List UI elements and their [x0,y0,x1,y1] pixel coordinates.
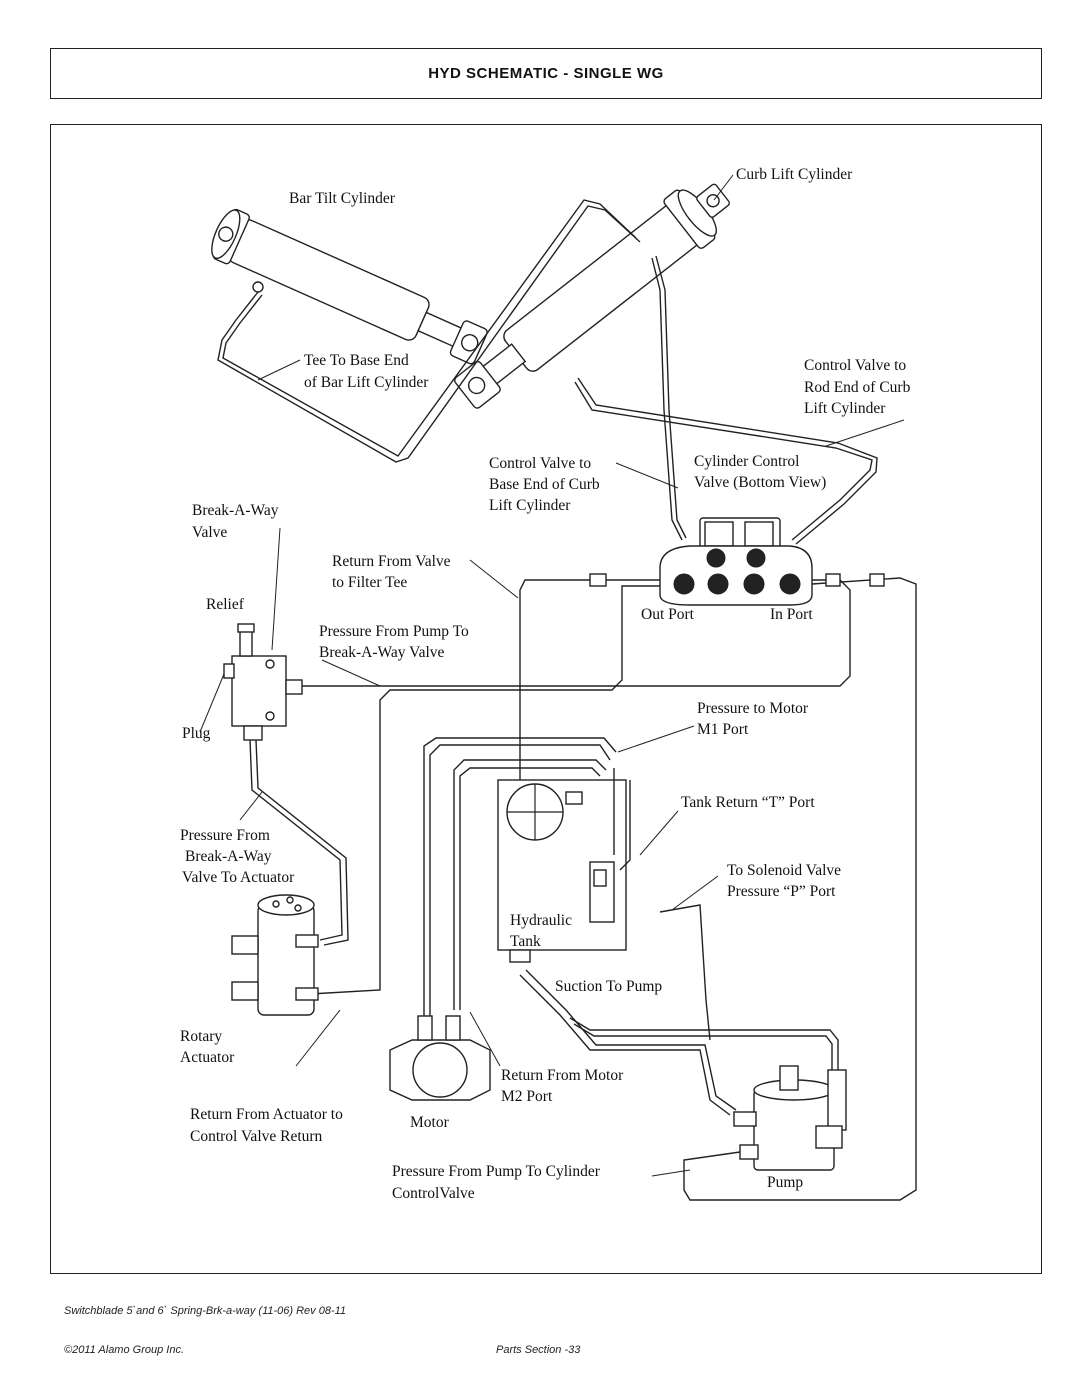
label-rotary-actuator: Rotary [180,1028,222,1045]
label-motor: Motor [410,1114,450,1131]
label-in-port: In Port [770,606,813,623]
label-hydraulic-tank: Hydraulic [510,912,572,929]
curb-lift-cylinder [454,183,731,409]
label-pressure-pump-cylinder: Pressure From Pump To Cylinder [392,1163,601,1180]
hydraulic-motor [389,1015,491,1101]
label-bar-tilt-cylinder: Bar Tilt Cylinder [289,190,396,207]
document-id: Switchblade 5`and 6` Spring-Brk-a-way (1… [64,1305,347,1317]
label-out-port: Out Port [641,606,695,623]
label-plug: Plug [182,725,211,742]
label-rotary-actuator-2: Actuator [180,1049,235,1066]
label-control-valve-rod: Control Valve to [804,357,906,374]
rotary-actuator [231,894,319,1016]
schematic-frame [50,124,1042,1274]
label-relief: Relief [206,596,245,613]
label-hydraulic-tank-2: Tank [510,933,541,950]
label-pressure-from-pump: Pressure From Pump To [319,623,469,640]
label-control-valve-base-3: Lift Cylinder [489,497,571,514]
hydraulic-tank [497,779,627,963]
page-number: Parts Section -33 [496,1344,581,1356]
upper-hoses [217,199,878,545]
leader-lines [199,174,905,1177]
label-curb-lift-cylinder: Curb Lift Cylinder [736,166,853,183]
label-pressure-pump-cylinder-2: ControlValve [392,1185,475,1202]
label-tank-return: Tank Return “T” Port [681,794,815,811]
label-tee-to-base-end-2: of Bar Lift Cylinder [304,374,429,391]
label-cylinder-control: Cylinder Control [694,453,799,470]
label-to-solenoid: To Solenoid Valve [727,862,841,879]
label-tee-to-base-end: Tee To Base End [304,352,409,369]
copyright-text: ©2011 Alamo Group Inc. [64,1344,185,1356]
label-to-solenoid-2: Pressure “P” Port [727,883,836,900]
label-return-from-valve-2: to Filter Tee [332,574,407,591]
bar-tilt-cylinder [211,208,488,365]
label-return-from-actuator: Return From Actuator to [190,1106,343,1123]
label-control-valve-rod-2: Rod End of Curb [804,379,911,396]
label-return-from-actuator-2: Control Valve Return [190,1128,323,1145]
label-pressure-from-bav-2: Break-A-Way [185,848,272,865]
label-control-valve-base: Control Valve to [489,455,591,472]
control-valve-lines [300,573,917,1201]
label-pressure-from-bav-3: Valve To Actuator [182,869,295,886]
label-return-from-valve: Return From Valve [332,553,451,570]
page-title-box: HYD SCHEMATIC - SINGLE WG [50,48,1042,99]
label-pump: Pump [767,1174,803,1191]
label-suction-to-pump: Suction To Pump [555,978,662,995]
diagram-labels: Bar Tilt Cylinder Curb Lift Cylinder Tee… [180,166,911,1202]
page-title: HYD SCHEMATIC - SINGLE WG [428,65,664,82]
hydraulic-pump [733,1065,847,1171]
label-break-a-way-valve: Break-A-Way [192,502,279,519]
label-break-a-way-valve-2: Valve [192,524,227,541]
label-cylinder-control-2: Valve (Bottom View) [694,474,826,491]
label-return-from-motor: Return From Motor [501,1067,624,1084]
label-pressure-from-pump-2: Break-A-Way Valve [319,644,445,661]
label-control-valve-rod-3: Lift Cylinder [804,400,886,417]
label-pressure-to-motor: Pressure to Motor [697,700,809,717]
label-pressure-to-motor-2: M1 Port [697,721,749,738]
cylinder-control-valve [659,517,813,606]
label-pressure-from-bav: Pressure From [180,827,270,844]
label-control-valve-base-2: Base End of Curb [489,476,600,493]
motor-lines [423,737,839,1116]
actuator-lines [249,739,349,946]
break-a-way-valve [223,623,303,741]
label-return-from-motor-2: M2 Port [501,1088,553,1105]
